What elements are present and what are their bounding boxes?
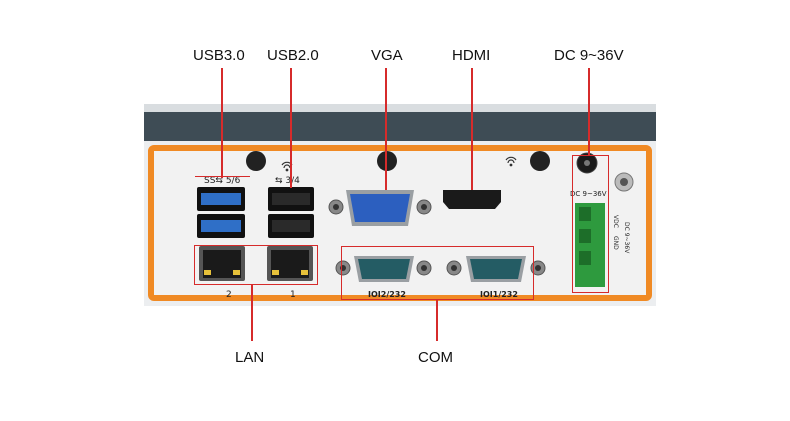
dc-callout-line — [588, 68, 590, 156]
lan1-label: 1 — [290, 290, 296, 300]
com2-label: IOI2/232 — [368, 290, 406, 299]
usb3-port — [197, 214, 245, 238]
heatsink — [144, 112, 656, 142]
power-button — [614, 172, 634, 192]
com-label: COM — [418, 349, 453, 366]
vga-port — [328, 190, 432, 226]
usb20-callout-line — [290, 68, 292, 188]
usb2-port — [268, 187, 314, 211]
usb30-port-label: SS⇆ 5/6 — [204, 176, 241, 186]
vga-callout-line — [385, 68, 387, 190]
lan-callout-line — [251, 285, 253, 341]
hdmi-port — [443, 190, 501, 209]
com1-label: IOI1/232 — [480, 290, 518, 299]
terminal-block — [575, 203, 605, 287]
usb3-port — [197, 187, 245, 211]
dc-jack — [576, 152, 598, 174]
lan-port — [199, 246, 245, 281]
usb30-label: USB3.0 — [193, 47, 245, 64]
com-callout-box — [341, 246, 534, 300]
terminal-vdc-label: VDC — [612, 215, 619, 228]
vga-label: VGA — [371, 47, 403, 64]
wifi-icon — [505, 156, 517, 167]
hdmi-callout-line — [471, 68, 473, 190]
dc-label: DC 9~36V — [554, 47, 624, 64]
com-port — [446, 256, 546, 282]
lan-callout-box — [194, 245, 318, 285]
usb2-port — [268, 214, 314, 238]
lan-port — [267, 246, 313, 281]
dc-callout-box — [572, 155, 609, 293]
usb20-label: USB2.0 — [267, 47, 319, 64]
hdmi-label: HDMI — [452, 47, 491, 64]
usb20-port-label: ⇆ 3/4 — [275, 176, 300, 186]
terminal-gnd-label: GND — [612, 236, 619, 250]
mount-hole-left — [246, 151, 266, 171]
dc-panel-label: DC 9~36V — [570, 190, 607, 198]
terminal-range-label: DC 9~36V — [623, 222, 630, 254]
com-callout-line — [436, 300, 438, 341]
chassis-top-edge — [144, 104, 656, 114]
mount-hole-mid — [377, 151, 397, 171]
mount-hole-right — [530, 151, 550, 171]
lan2-label: 2 — [226, 290, 232, 300]
lan-label: LAN — [235, 349, 265, 366]
usb30-callout-line — [221, 68, 223, 178]
